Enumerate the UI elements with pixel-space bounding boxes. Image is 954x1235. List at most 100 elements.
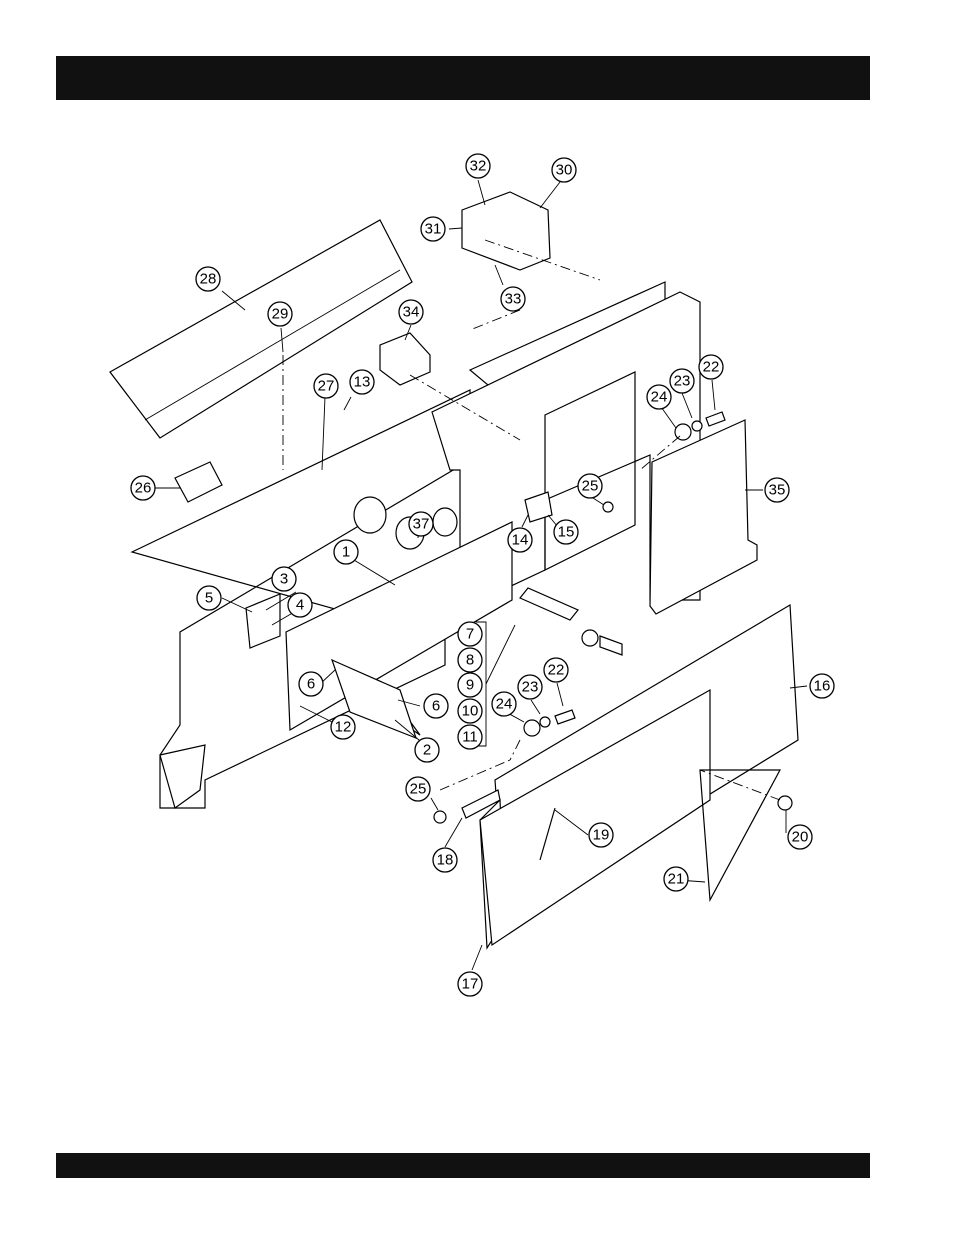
svg-text:18: 18 bbox=[437, 852, 454, 869]
svg-text:26: 26 bbox=[135, 480, 152, 497]
callout-4: 4 bbox=[288, 593, 312, 617]
callout-24a: 24 bbox=[647, 385, 671, 409]
callout-7: 7 bbox=[458, 622, 482, 646]
callout-18: 18 bbox=[433, 848, 457, 872]
svg-text:22: 22 bbox=[548, 662, 565, 679]
callout-21: 21 bbox=[664, 867, 688, 891]
svg-text:16: 16 bbox=[814, 678, 831, 695]
svg-text:7: 7 bbox=[466, 626, 474, 643]
callout-25b: 25 bbox=[406, 777, 430, 801]
callout-24b: 24 bbox=[492, 692, 516, 716]
bolt-22 bbox=[706, 412, 725, 426]
svg-text:2: 2 bbox=[423, 742, 431, 759]
svg-text:8: 8 bbox=[466, 652, 474, 669]
callout-23a: 23 bbox=[670, 369, 694, 393]
svg-text:24: 24 bbox=[496, 696, 513, 713]
coupling-3 bbox=[433, 508, 457, 536]
callout-14: 14 bbox=[508, 528, 532, 552]
svg-text:20: 20 bbox=[792, 829, 809, 846]
svg-text:3: 3 bbox=[280, 571, 288, 588]
svg-text:5: 5 bbox=[205, 590, 213, 607]
svg-text:25: 25 bbox=[410, 781, 427, 798]
washer-23 bbox=[692, 421, 702, 431]
callout-6a: 6 bbox=[299, 672, 323, 696]
callout-17: 17 bbox=[458, 972, 482, 996]
svg-text:15: 15 bbox=[558, 524, 575, 541]
svg-text:27: 27 bbox=[318, 378, 335, 395]
svg-text:6: 6 bbox=[432, 698, 440, 715]
svg-text:17: 17 bbox=[462, 976, 479, 993]
svg-text:28: 28 bbox=[200, 271, 217, 288]
callout-6b: 6 bbox=[424, 694, 448, 718]
callout-2: 2 bbox=[415, 738, 439, 762]
svg-text:23: 23 bbox=[522, 679, 539, 696]
angle-bracket bbox=[110, 220, 412, 438]
svg-text:10: 10 bbox=[462, 703, 479, 720]
callout-25a: 25 bbox=[578, 474, 602, 498]
svg-text:31: 31 bbox=[425, 221, 442, 238]
svg-text:23: 23 bbox=[674, 373, 691, 390]
bolt-22b bbox=[555, 710, 575, 724]
washer-24 bbox=[675, 424, 691, 440]
svg-text:11: 11 bbox=[462, 729, 478, 746]
svg-text:32: 32 bbox=[470, 158, 487, 175]
drawing-linework bbox=[110, 192, 798, 948]
callout-28: 28 bbox=[196, 267, 220, 291]
callout-30: 30 bbox=[552, 158, 576, 182]
washer-23b bbox=[540, 717, 550, 727]
callout-29: 29 bbox=[268, 302, 292, 326]
callout-26: 26 bbox=[131, 476, 155, 500]
callout-20: 20 bbox=[788, 825, 812, 849]
callout-9: 9 bbox=[458, 673, 482, 697]
nut-25 bbox=[434, 811, 446, 823]
shaft bbox=[520, 588, 578, 620]
callout-37: 37 bbox=[409, 512, 433, 536]
footer-bar bbox=[56, 1153, 870, 1178]
svg-text:6: 6 bbox=[307, 676, 315, 693]
svg-text:24: 24 bbox=[651, 389, 668, 406]
svg-text:21: 21 bbox=[668, 871, 685, 888]
callout-33: 33 bbox=[501, 287, 525, 311]
svg-text:9: 9 bbox=[466, 677, 474, 694]
callout-22a: 22 bbox=[699, 355, 723, 379]
svg-text:37: 37 bbox=[413, 516, 430, 533]
svg-text:29: 29 bbox=[272, 306, 289, 323]
callout-11: 11 bbox=[458, 725, 482, 749]
callout-12: 12 bbox=[331, 715, 355, 739]
svg-text:12: 12 bbox=[335, 719, 352, 736]
bolt-a bbox=[600, 636, 622, 655]
svg-text:13: 13 bbox=[354, 374, 371, 391]
svg-text:14: 14 bbox=[512, 532, 529, 549]
callout-19: 19 bbox=[589, 823, 613, 847]
svg-text:22: 22 bbox=[703, 359, 720, 376]
callout-27: 27 bbox=[314, 374, 338, 398]
washer-24b bbox=[524, 720, 540, 736]
svg-text:33: 33 bbox=[505, 291, 522, 308]
svg-text:25: 25 bbox=[582, 478, 599, 495]
svg-text:4: 4 bbox=[296, 597, 304, 614]
callout-10: 10 bbox=[458, 699, 482, 723]
callout-16: 16 bbox=[810, 674, 834, 698]
callout-5: 5 bbox=[197, 586, 221, 610]
svg-text:1: 1 bbox=[342, 544, 350, 561]
callout-35: 35 bbox=[765, 478, 789, 502]
base-foot bbox=[160, 745, 205, 808]
callout-34: 34 bbox=[399, 300, 423, 324]
receptacle bbox=[380, 333, 430, 385]
callout-31: 31 bbox=[421, 217, 445, 241]
svg-text:30: 30 bbox=[556, 162, 573, 179]
callout-23b: 23 bbox=[518, 675, 542, 699]
callout-13: 13 bbox=[350, 370, 374, 394]
callout-3: 3 bbox=[272, 567, 296, 591]
washer-a bbox=[582, 630, 598, 646]
svg-text:35: 35 bbox=[769, 482, 786, 499]
coupling-1 bbox=[354, 497, 386, 533]
callout-1: 1 bbox=[334, 540, 358, 564]
knob-20 bbox=[778, 796, 792, 810]
callout-22b: 22 bbox=[544, 658, 568, 682]
svg-text:34: 34 bbox=[403, 304, 420, 321]
svg-text:19: 19 bbox=[593, 827, 610, 844]
callout-32: 32 bbox=[466, 154, 490, 178]
callout-15: 15 bbox=[554, 520, 578, 544]
